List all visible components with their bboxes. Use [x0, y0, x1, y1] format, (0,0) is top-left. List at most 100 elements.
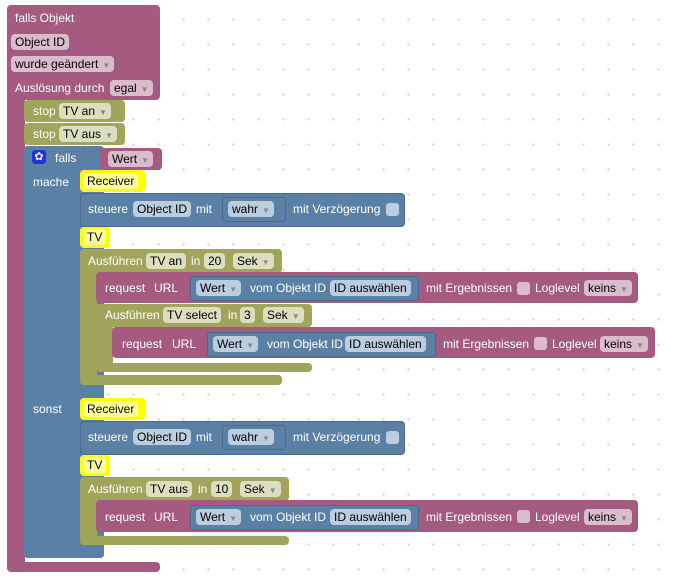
if-label: falls	[55, 151, 77, 165]
attribute-value: Wert	[200, 510, 226, 524]
loglevel-dropdown[interactable]: keins▼	[600, 336, 648, 352]
in-label: in	[191, 254, 201, 268]
dropdown-arrow-icon: ▼	[620, 285, 628, 294]
condition-dropdown[interactable]: wurde geändert▼	[11, 56, 115, 72]
unit-value: Sek	[267, 308, 288, 322]
url-label: URL	[172, 337, 197, 351]
timer-value: TV aus	[63, 127, 102, 141]
timeout-bottom	[80, 536, 289, 545]
if-block-bottom	[24, 548, 104, 558]
with-label: mit	[196, 430, 212, 444]
results-checkbox[interactable]	[534, 337, 547, 350]
variable-value: Wert	[112, 152, 138, 166]
comment-text[interactable]: Receiver	[83, 173, 139, 189]
dropdown-arrow-icon: ▼	[99, 108, 107, 117]
control-label: steuere	[88, 430, 129, 444]
event-block-spine	[7, 95, 25, 570]
timeout-label: Ausführen	[88, 482, 143, 496]
loglevel-label: Loglevel	[535, 510, 580, 524]
control-label: steuere	[88, 202, 129, 216]
url-label: URL	[154, 281, 179, 295]
results-label: mit Ergebnissen	[443, 337, 530, 351]
timeout-name-field[interactable]: TV aus	[146, 481, 193, 497]
timeout-bottom	[80, 375, 282, 385]
dropdown-arrow-icon: ▼	[229, 285, 238, 294]
id-select-field[interactable]: ID auswählen	[330, 509, 411, 525]
id-select-field[interactable]: ID auswählen	[345, 336, 426, 352]
from-object-label: vom Objekt ID	[267, 337, 344, 351]
attribute-dropdown[interactable]: Wert▼	[213, 336, 259, 352]
trigger-label: Auslösung durch	[15, 81, 105, 95]
request-label: request	[105, 281, 146, 295]
timeout-label: Ausführen	[88, 254, 143, 268]
request-label: request	[122, 337, 163, 351]
gear-icon[interactable]: ✿	[32, 150, 46, 164]
attribute-dropdown[interactable]: Wert▼	[196, 280, 242, 296]
timeout-name-field[interactable]: TV select	[163, 307, 222, 323]
timeout-label: Ausführen	[105, 308, 160, 322]
delay-field[interactable]: 3	[240, 307, 255, 323]
value-dropdown[interactable]: wahr▼	[228, 201, 274, 217]
dropdown-arrow-icon: ▼	[246, 341, 255, 350]
trigger-dropdown[interactable]: egal▼	[110, 80, 153, 96]
object-id-field[interactable]: Object ID	[133, 429, 192, 445]
dropdown-arrow-icon: ▼	[261, 258, 270, 267]
loglevel-dropdown[interactable]: keins▼	[584, 280, 632, 296]
value: wahr	[232, 202, 259, 216]
loglevel-value: keins	[588, 510, 617, 524]
delay-checkbox[interactable]	[386, 431, 399, 444]
comment-text[interactable]: TV	[83, 229, 107, 245]
event-block-bottom	[7, 562, 160, 572]
object-id-field[interactable]: Object ID	[11, 34, 70, 50]
results-checkbox[interactable]	[517, 510, 530, 523]
delay-checkbox[interactable]	[386, 203, 399, 216]
dropdown-arrow-icon: ▼	[105, 131, 113, 140]
delay-label: mit Verzögerung	[293, 430, 381, 444]
url-label: URL	[154, 510, 179, 524]
unit-dropdown[interactable]: Sek▼	[233, 253, 274, 269]
timer-dropdown[interactable]: TV aus▼	[59, 126, 117, 142]
loglevel-value: keins	[588, 281, 617, 295]
loglevel-label: Loglevel	[552, 337, 597, 351]
in-label: in	[198, 482, 208, 496]
timer-dropdown[interactable]: TV an▼	[59, 103, 111, 119]
from-object-label: vom Objekt ID	[250, 281, 327, 295]
dropdown-arrow-icon: ▼	[140, 85, 149, 94]
dropdown-arrow-icon: ▼	[141, 156, 150, 165]
dropdown-arrow-icon: ▼	[636, 341, 644, 350]
trigger-value: egal	[114, 81, 137, 95]
attribute-dropdown[interactable]: Wert▼	[196, 509, 242, 525]
comment-text[interactable]: TV	[83, 457, 107, 473]
timeout-name-field[interactable]: TV an	[146, 253, 187, 269]
object-id-field[interactable]: Object ID	[133, 201, 192, 217]
value: wahr	[232, 430, 259, 444]
do-label: mache	[33, 175, 70, 189]
results-checkbox[interactable]	[517, 282, 530, 295]
delay-field[interactable]: 20	[204, 253, 226, 269]
dropdown-arrow-icon: ▼	[268, 486, 277, 495]
dropdown-arrow-icon: ▼	[229, 514, 238, 523]
loglevel-value: keins	[604, 337, 633, 351]
timer-value: TV an	[63, 104, 96, 118]
delay-label: mit Verzögerung	[293, 202, 381, 216]
dropdown-arrow-icon: ▼	[262, 434, 270, 443]
id-select-field[interactable]: ID auswählen	[330, 280, 411, 296]
attribute-value: Wert	[217, 337, 243, 351]
value-dropdown[interactable]: wahr▼	[228, 429, 274, 445]
results-label: mit Ergebnissen	[426, 510, 513, 524]
else-label: sonst	[33, 402, 62, 416]
attribute-value: Wert	[200, 281, 226, 295]
unit-dropdown[interactable]: Sek▼	[240, 481, 281, 497]
comment-text[interactable]: Receiver	[83, 401, 139, 417]
condition-value: wurde geändert	[15, 57, 99, 71]
dropdown-arrow-icon: ▼	[291, 312, 300, 321]
results-label: mit Ergebnissen	[426, 281, 513, 295]
loglevel-dropdown[interactable]: keins▼	[584, 509, 632, 525]
dropdown-arrow-icon: ▼	[262, 206, 270, 215]
unit-dropdown[interactable]: Sek▼	[263, 307, 304, 323]
dropdown-arrow-icon: ▼	[102, 61, 111, 70]
from-object-label: vom Objekt ID	[250, 510, 327, 524]
delay-field[interactable]: 10	[211, 481, 233, 497]
variable-dropdown[interactable]: Wert▼	[108, 151, 154, 167]
